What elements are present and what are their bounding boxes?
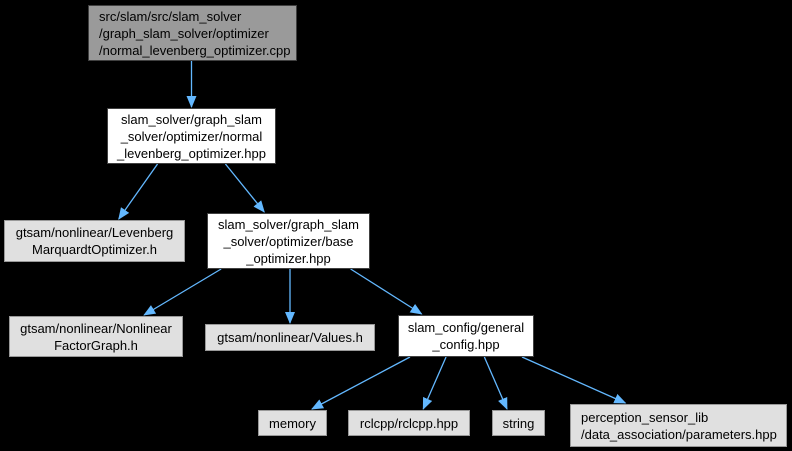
node-label: rclcpp/rclcpp.hpp — [359, 415, 459, 431]
node-label: gtsam/nonlinear/Levenberg MarquardtOptim… — [15, 225, 174, 257]
edge-arrow — [118, 163, 159, 220]
edge-arrow — [350, 268, 423, 315]
node-normal-levenberg-optimizer-hpp[interactable]: slam_solver/graph_slam _solver/optimizer… — [107, 108, 276, 164]
edge-arrow — [422, 356, 447, 410]
node-general-config-hpp[interactable]: slam_config/general _config.hpp — [398, 315, 534, 357]
node-memory[interactable]: memory — [258, 410, 327, 436]
node-values-h[interactable]: gtsam/nonlinear/Values.h — [205, 324, 375, 351]
node-label: slam_config/general _config.hpp — [407, 320, 525, 352]
node-label: gtsam/nonlinear/Values.h — [217, 330, 363, 345]
node-nonlinear-factor-graph-h[interactable]: gtsam/nonlinear/Nonlinear FactorGraph.h — [9, 316, 183, 357]
edge-arrow — [311, 356, 411, 410]
edge-arrow — [224, 163, 265, 213]
node-label: gtsam/nonlinear/Nonlinear FactorGraph.h — [20, 320, 172, 353]
node-rclcpp-hpp[interactable]: rclcpp/rclcpp.hpp — [348, 410, 470, 436]
edge-arrow — [521, 356, 627, 404]
node-label: slam_solver/graph_slam _solver/optimizer… — [117, 111, 266, 161]
node-levenberg-marquardt-optimizer-h[interactable]: gtsam/nonlinear/Levenberg MarquardtOptim… — [4, 220, 185, 262]
node-parameters-hpp[interactable]: perception_sensor_lib /data_association/… — [570, 404, 787, 447]
node-string[interactable]: string — [492, 410, 545, 436]
node-label: memory — [269, 415, 316, 431]
node-base-optimizer-hpp[interactable]: slam_solver/graph_slam _solver/optimizer… — [207, 213, 370, 269]
node-label: string — [502, 415, 535, 431]
node-normal-levenberg-optimizer-cpp[interactable]: src/slam/src/slam_solver /graph_slam_sol… — [88, 5, 297, 61]
node-label: src/slam/src/slam_solver /graph_slam_sol… — [99, 8, 291, 58]
node-label: slam_solver/graph_slam _solver/optimizer… — [218, 216, 359, 266]
edge-arrow — [143, 268, 222, 316]
node-label: perception_sensor_lib /data_association/… — [581, 409, 777, 442]
edge-arrow — [483, 356, 508, 410]
